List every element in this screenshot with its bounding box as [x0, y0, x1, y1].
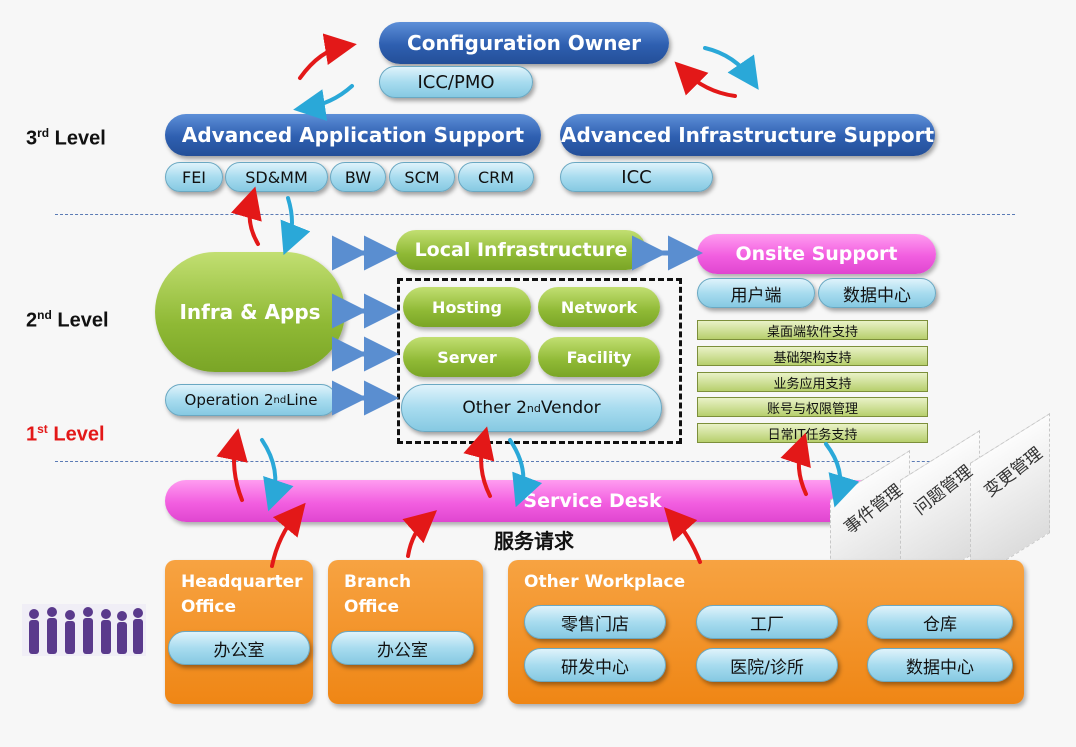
facility: Facility: [538, 337, 660, 377]
task-business-apps: 业务应用支持: [697, 372, 928, 392]
level-divider-1: [55, 461, 1015, 462]
workplace-factory: 工厂: [696, 605, 838, 639]
onsite-support: Onsite Support: [697, 234, 936, 274]
process-ribbon-change: [970, 413, 1050, 583]
task-daily-it: 日常IT任务支持: [697, 423, 928, 443]
icc-pmo: ICC/PMO: [379, 66, 533, 98]
level-3-label: 3rd Level: [26, 126, 106, 150]
module-crm: CRM: [458, 162, 534, 192]
module-scm: SCM: [389, 162, 455, 192]
task-infrastructure: 基础架构支持: [697, 346, 928, 366]
workplace-warehouse: 仓库: [867, 605, 1013, 639]
headquarter-office-title: Headquarter Office: [181, 572, 303, 617]
network: Network: [538, 287, 660, 327]
workplace-hospital: 医院/诊所: [696, 648, 838, 682]
people-silhouette-icon: [22, 604, 146, 656]
task-desktop-software: 桌面端软件支持: [697, 320, 928, 340]
infra-icc: ICC: [560, 162, 713, 192]
module-sdmm: SD&MM: [225, 162, 328, 192]
branch-office-room: 办公室: [331, 631, 474, 665]
workplace-retail: 零售门店: [524, 605, 666, 639]
advanced-application-support: Advanced Application Support: [165, 114, 541, 156]
task-account-permissions: 账号与权限管理: [697, 397, 928, 417]
module-bw: BW: [330, 162, 386, 192]
server: Server: [403, 337, 531, 377]
other-workplace-title: Other Workplace: [524, 572, 686, 592]
branch-office-title: Branch Office: [344, 572, 412, 617]
infra-and-apps: Infra & Apps: [155, 252, 345, 372]
workplace-rnd: 研发中心: [524, 648, 666, 682]
onsite-datacenter: 数据中心: [818, 278, 936, 308]
level-2-label: 2nd Level: [26, 308, 109, 332]
hosting: Hosting: [403, 287, 531, 327]
module-fei: FEI: [165, 162, 223, 192]
onsite-client: 用户端: [697, 278, 815, 308]
local-infrastructure: Local Infrastructure: [396, 230, 646, 270]
advanced-infrastructure-support: Advanced Infrastructure Support: [560, 114, 935, 156]
hq-office-room: 办公室: [168, 631, 310, 665]
level-divider-3-2: [55, 214, 1015, 215]
service-request-label: 服务请求: [494, 529, 574, 553]
level-1-label: 1st Level: [26, 422, 105, 446]
workplace-datacenter: 数据中心: [867, 648, 1013, 682]
configuration-owner: Configuration Owner: [379, 22, 669, 64]
